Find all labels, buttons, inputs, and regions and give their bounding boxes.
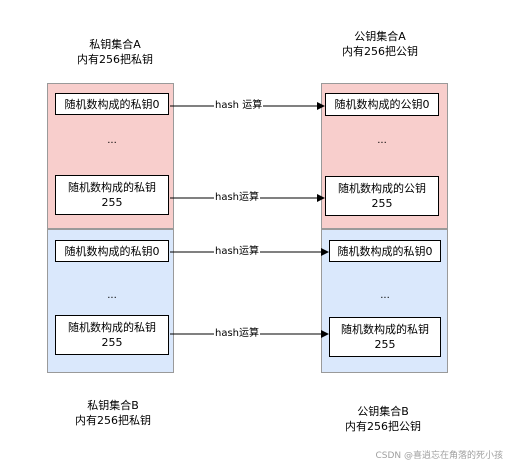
private-a-key-255-number: 255 [101, 196, 123, 209]
private-set-a-title: 私钥集合A 内有256把私钥 [60, 37, 170, 67]
public-set-b-title: 公钥集合B 内有256把公钥 [328, 404, 438, 434]
private-b-key-255-label: 随机数构成的私钥 [68, 321, 156, 334]
private-set-b-title: 私钥集合B 内有256把私钥 [58, 398, 168, 428]
private-set-a-title-line2: 内有256把私钥 [77, 53, 153, 66]
arrow-a-key0-label: hash 运算 [214, 100, 264, 112]
private-b-key-0-label: 随机数构成的私钥0 [64, 244, 160, 258]
private-b-key-255-number: 255 [101, 336, 123, 349]
private-a-ellipsis: ... [107, 135, 117, 146]
private-b-key-0: 随机数构成的私钥0 [55, 240, 169, 262]
public-a-key-255-label: 随机数构成的公钥 [338, 182, 426, 195]
public-set-a-title: 公钥集合A 内有256把公钥 [325, 29, 435, 59]
private-set-b-title-line2: 内有256把私钥 [75, 414, 151, 427]
private-a-key-255-label: 随机数构成的私钥 [68, 181, 156, 194]
private-set-a-title-line1: 私钥集合A [89, 38, 141, 51]
public-set-a-title-line1: 公钥集合A [354, 30, 406, 43]
public-set-b-title-line2: 内有256把公钥 [345, 420, 421, 433]
public-set-b-title-line1: 公钥集合B [357, 405, 409, 418]
arrow-a-key255-label: hash运算 [214, 192, 261, 204]
public-a-key-0: 随机数构成的公钥0 [325, 93, 439, 116]
private-b-ellipsis: ... [107, 290, 117, 301]
arrow-b-key255-label: hash运算 [214, 328, 261, 340]
public-b-ellipsis: ... [380, 290, 390, 301]
private-a-key-0: 随机数构成的私钥0 [55, 93, 169, 115]
public-set-a-title-line2: 内有256把公钥 [342, 45, 418, 58]
watermark: CSDN @喜逍忘在角落的死小孩 [375, 451, 503, 461]
private-b-key-255: 随机数构成的私钥 255 [55, 315, 169, 355]
public-b-key-255-label: 随机数构成的私钥 [341, 323, 429, 336]
public-b-key-0: 随机数构成的私钥0 [329, 240, 441, 262]
public-a-key-255-number: 255 [371, 197, 393, 210]
public-a-key-255: 随机数构成的公钥 255 [325, 176, 439, 216]
public-a-key-0-label: 随机数构成的公钥0 [334, 98, 430, 111]
private-a-key-0-label: 随机数构成的私钥0 [64, 97, 160, 111]
public-b-key-255: 随机数构成的私钥 255 [329, 317, 441, 357]
public-b-key-255-number: 255 [374, 338, 396, 351]
public-a-ellipsis: ... [377, 135, 387, 146]
private-a-key-255: 随机数构成的私钥 255 [55, 175, 169, 215]
arrow-b-key0-label: hash运算 [214, 246, 261, 258]
public-b-key-0-label: 随机数构成的私钥0 [337, 244, 433, 258]
private-set-b-title-line1: 私钥集合B [87, 399, 139, 412]
